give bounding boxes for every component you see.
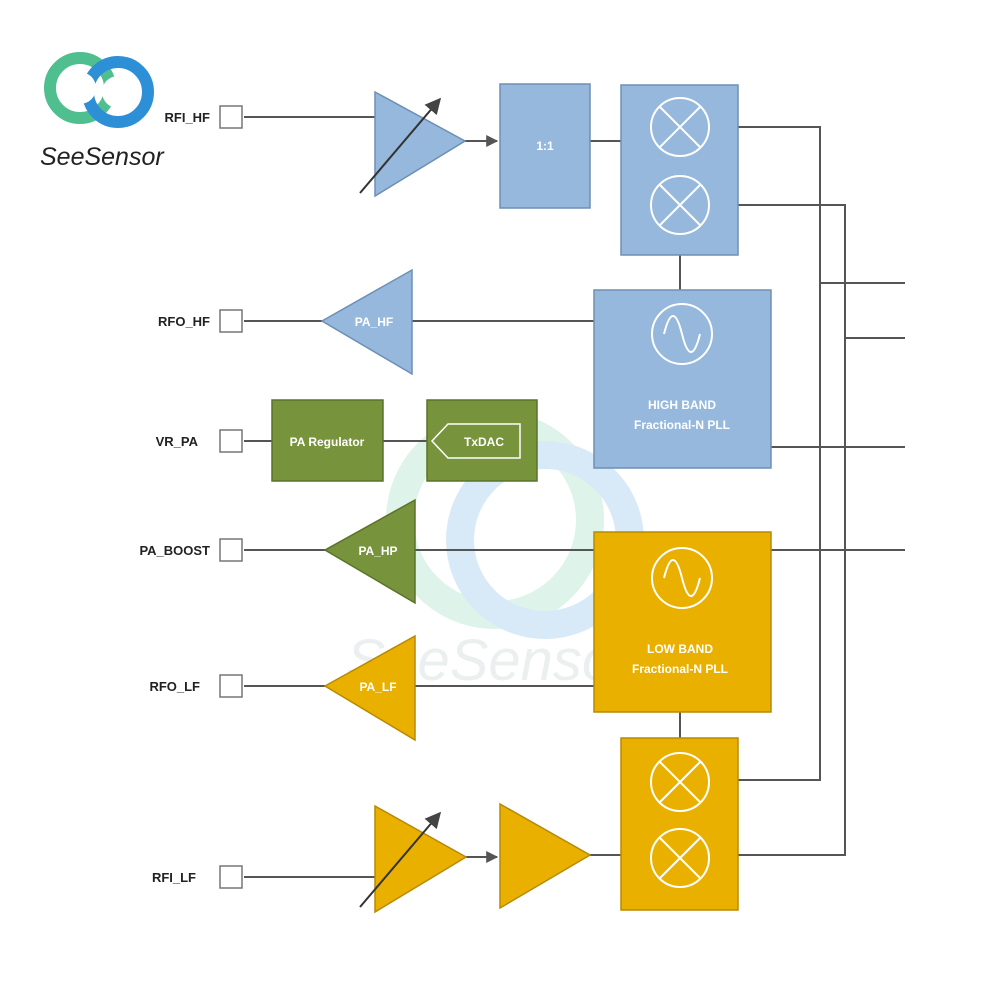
lf-mixer-block — [620, 737, 739, 911]
pin-rfo-hf: RFO_HF — [158, 309, 243, 333]
hf-lna-amplifier — [359, 90, 467, 198]
pin-label: VR_PA — [156, 434, 199, 449]
seesensor-logo: SeeSensor — [40, 52, 165, 171]
mixer-icon — [650, 175, 710, 235]
mixer-icon — [650, 752, 710, 812]
pa-regulator-label: PA Regulator — [290, 435, 365, 449]
balun-block: 1:1 — [499, 83, 591, 209]
logo-text: SeeSensor — [40, 143, 165, 171]
pin-rfi-lf: RFI_LF — [152, 865, 243, 889]
pa-hf-amplifier: PA_HF — [320, 268, 413, 376]
pin-pad — [219, 309, 243, 333]
pin-label: RFI_LF — [152, 870, 196, 885]
pa-lf-amplifier: PA_LF — [323, 634, 416, 742]
pin-pad — [219, 674, 243, 698]
high-band-pll-subtitle: Fractional-N PLL — [634, 418, 730, 432]
pin-pad — [219, 865, 243, 889]
txdac-label: TxDAC — [464, 435, 504, 449]
pa-hf-label: PA_HF — [355, 315, 393, 329]
mixer-icon — [650, 97, 710, 157]
bus-lines — [738, 126, 905, 856]
pa-lf-label: PA_LF — [359, 680, 396, 694]
pin-label: PA_BOOST — [139, 543, 210, 558]
pin-pa-boost: PA_BOOST — [139, 538, 243, 562]
high-band-pll: HIGH BAND Fractional-N PLL — [593, 289, 772, 469]
balun-label: 1:1 — [536, 139, 554, 153]
pin-label: RFO_LF — [149, 679, 200, 694]
pin-label: RFI_HF — [165, 110, 211, 125]
lf-buffer-amplifier — [499, 802, 592, 910]
low-band-pll: LOW BAND Fractional-N PLL — [593, 531, 772, 713]
pin-rfi-hf: RFI_HF — [165, 105, 243, 129]
pa-hp-amplifier: PA_HP — [323, 498, 416, 605]
low-band-pll-title: LOW BAND — [647, 642, 713, 656]
pa-regulator-block: PA Regulator — [271, 399, 384, 482]
pin-label: RFO_HF — [158, 314, 210, 329]
signal-wires — [244, 116, 681, 878]
pa-hp-label: PA_HP — [358, 544, 397, 558]
oscillator-icon — [651, 547, 713, 609]
pin-pad — [219, 429, 243, 453]
high-band-pll-title: HIGH BAND — [648, 398, 716, 412]
pin-pad — [219, 105, 243, 129]
dac-symbol — [430, 423, 521, 459]
pin-rfo-lf: RFO_LF — [149, 674, 243, 698]
pin-vr-pa: VR_PA — [156, 429, 243, 453]
txdac-block: TxDAC — [426, 399, 538, 482]
mixer-icon — [650, 828, 710, 888]
low-band-pll-subtitle: Fractional-N PLL — [632, 662, 728, 676]
pin-pad — [219, 538, 243, 562]
hf-mixer-block — [620, 84, 739, 256]
lf-lna-amplifier — [359, 804, 468, 914]
oscillator-icon — [651, 303, 713, 365]
